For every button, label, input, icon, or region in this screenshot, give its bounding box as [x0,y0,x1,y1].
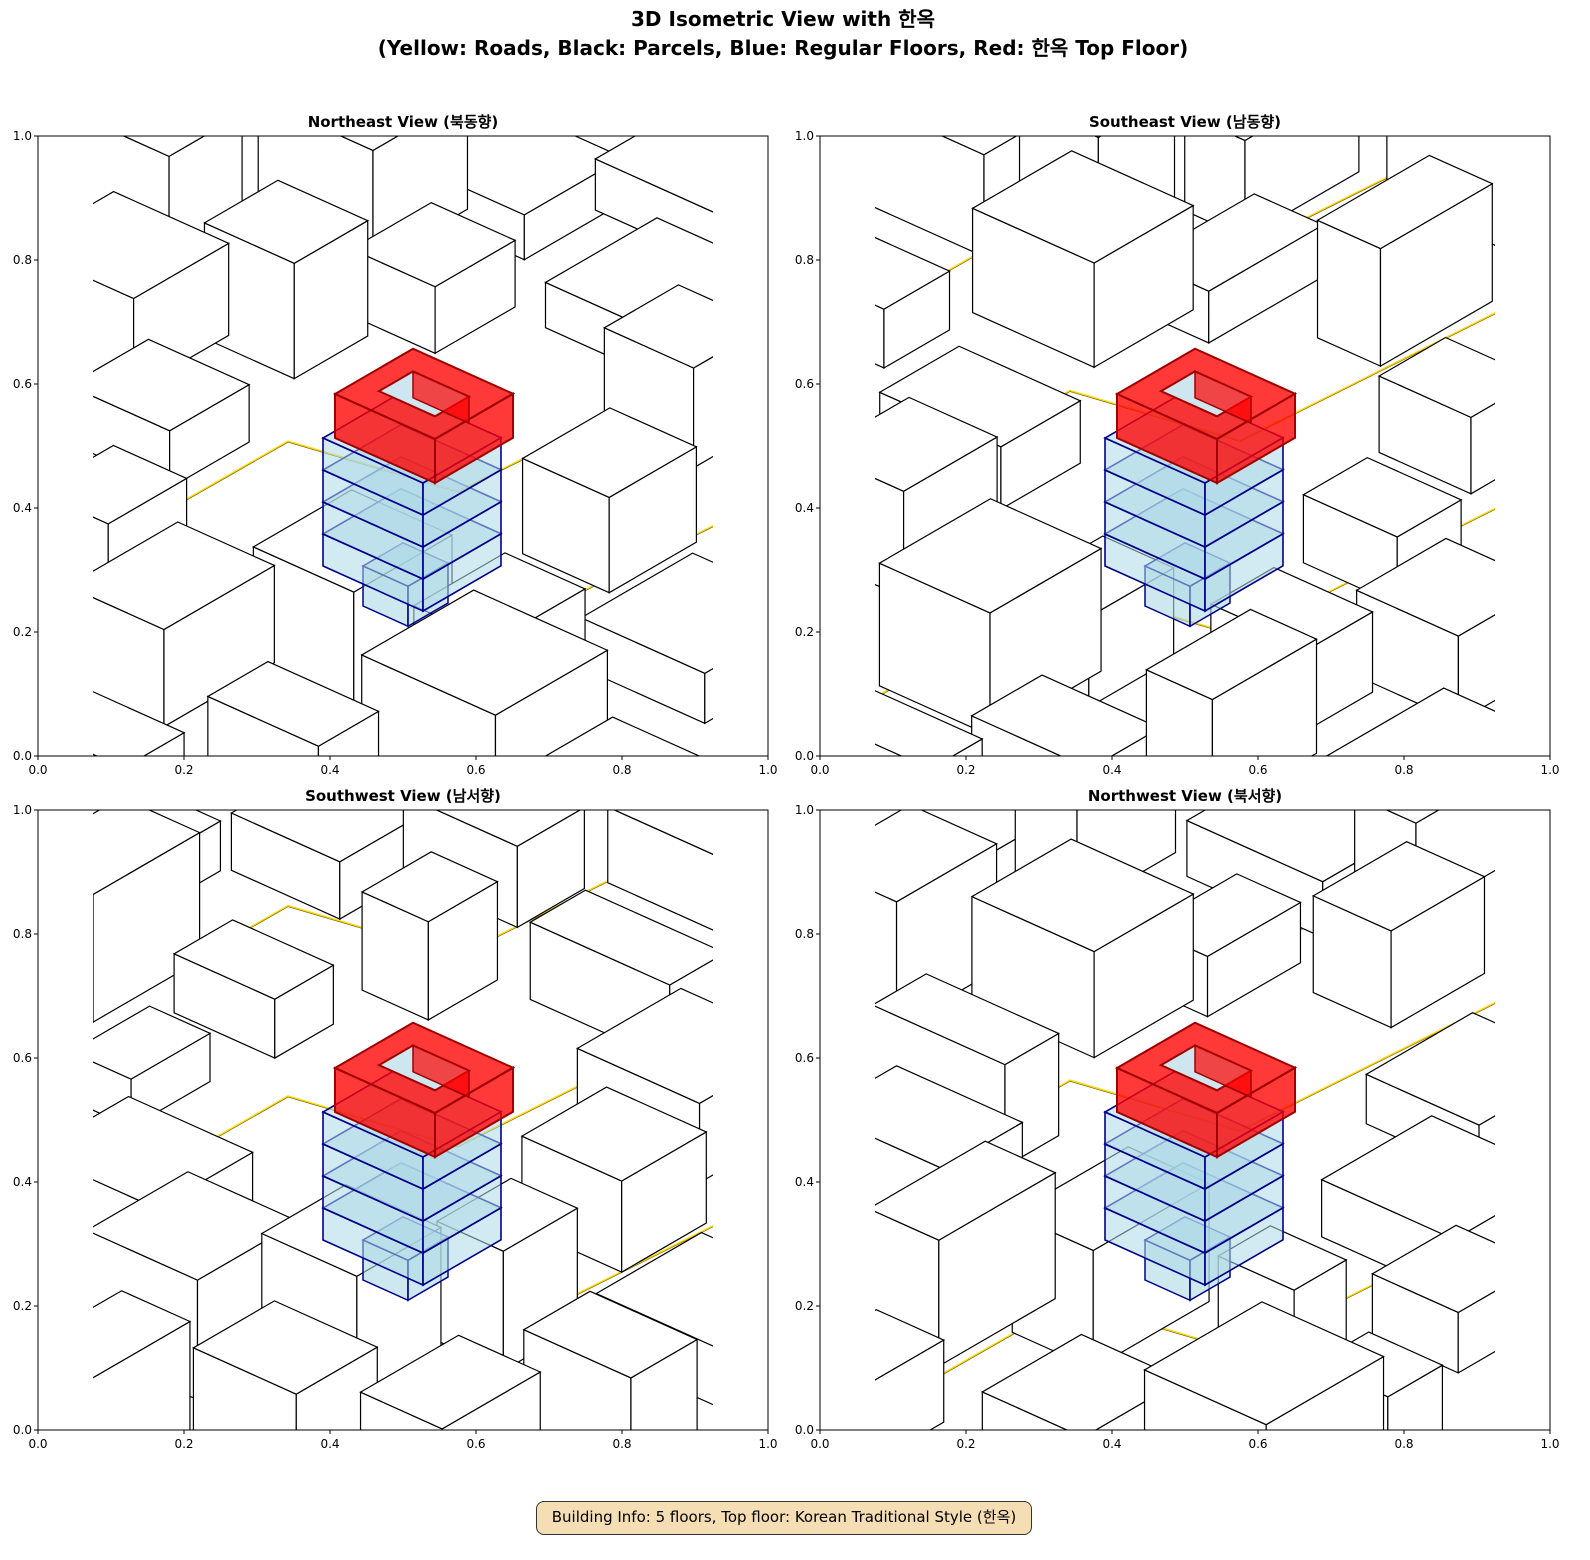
y-tick-label: 0.4 [13,1175,32,1189]
y-tick-label: 1.0 [13,129,32,143]
parcel-building [1145,608,1318,756]
x-tick-label: 0.6 [466,1437,485,1451]
x-tick-label: 1.0 [1540,1437,1559,1451]
parcel-building [522,1290,699,1430]
hanok-top-floor [332,1021,516,1159]
parcel-building [875,236,951,370]
y-tick-label: 0.4 [795,1175,814,1189]
y-tick-label: 0.0 [795,1423,814,1437]
figure-title: 3D Isometric View with 한옥 [631,7,935,31]
x-tick-label: 0.0 [28,1437,47,1451]
subplot-southeast: Southeast View (남동향) 0.0 0.2 0.4 0.6 0.8 1.0 0.… [795,113,1560,777]
parcel-building [520,1086,708,1274]
subplot-southwest: Southwest View (남서향) 0.0 0.2 0.4 0.6 0.8 1.0 0.… [13,787,778,1451]
y-tick-label: 0.8 [13,253,32,267]
parcel-building [1316,154,1494,368]
hanok-top-floor [1114,347,1298,485]
parcel-building [1377,336,1495,495]
parcel-building [360,589,609,756]
x-tick-label: 0.2 [174,763,193,777]
x-tick-label: 1.0 [758,1437,777,1451]
figure-subtitle: (Yellow: Roads, Black: Parcels, Blue: Re… [378,36,1189,60]
x-tick-label: 1.0 [758,763,777,777]
parcel-building [970,838,1195,1059]
x-tick-label: 0.0 [28,763,47,777]
x-tick-label: 0.8 [612,763,631,777]
parcel-building [359,1334,542,1430]
y-tick-label: 1.0 [13,803,32,817]
parcel-building [1143,1301,1385,1430]
x-tick-label: 0.4 [320,763,339,777]
x-tick-label: 0.2 [956,763,975,777]
parcel-building [172,919,335,1060]
y-tick-label: 0.4 [13,501,32,515]
x-tick-label: 0.4 [1102,1437,1121,1451]
parcel-building [1355,537,1495,723]
subplot-title: Southeast View (남동향) [1089,113,1281,131]
x-tick-label: 1.0 [1540,763,1559,777]
parcel-building [579,552,713,725]
subplot-title: Northeast View (북동향) [308,113,499,131]
x-tick-label: 0.2 [174,1437,193,1451]
y-tick-label: 0.0 [13,749,32,763]
subplot-northwest: Northwest View (북서향) 0.0 0.2 0.4 0.6 0.8 1.0 0.… [795,787,1560,1451]
x-tick-label: 0.8 [1394,763,1413,777]
parcel-building [1325,687,1495,756]
subplot-northeast: Northeast View (북동향) 0.0 0.2 0.4 0.6 0.8 1.0 0.… [13,113,778,777]
x-tick-label: 0.4 [320,1437,339,1451]
parcel-building [206,660,380,756]
parcel-building [93,1290,192,1430]
parcel-building [1311,841,1486,1029]
parcel-building [93,810,201,1024]
x-tick-label: 0.8 [612,1437,631,1451]
parcel-building [875,1308,946,1430]
y-tick-label: 1.0 [795,129,814,143]
y-tick-label: 0.6 [13,1051,32,1065]
y-tick-label: 1.0 [795,803,814,817]
parcel-building [875,1140,1057,1368]
x-tick-label: 0.4 [1102,763,1121,777]
y-tick-label: 0.2 [13,625,32,639]
axes-frame [819,809,1551,1431]
hanok-top-floor [1114,1021,1298,1159]
parcel-building [971,150,1195,369]
parcel-building [1371,1224,1495,1374]
parcel-building [521,407,698,594]
y-tick-label: 0.6 [13,377,32,391]
y-tick-label: 0.6 [795,377,814,391]
y-tick-label: 0.2 [795,1299,814,1313]
parcel-building [349,201,517,355]
y-tick-label: 0.8 [795,927,814,941]
building-info-box: Building Info: 5 floors, Top floor: Kore… [536,1501,1032,1535]
axes-frame [37,135,769,757]
axes-frame [37,809,769,1431]
x-tick-label: 0.6 [466,763,485,777]
y-tick-label: 0.2 [795,625,814,639]
y-tick-label: 0.2 [13,1299,32,1313]
y-tick-label: 0.4 [795,501,814,515]
y-tick-label: 0.6 [795,1051,814,1065]
x-tick-label: 0.2 [956,1437,975,1451]
axes-frame [819,135,1551,757]
y-tick-label: 0.0 [13,1423,32,1437]
y-tick-label: 0.0 [795,749,814,763]
x-tick-label: 0.0 [810,1437,829,1451]
parcel-building [875,690,984,756]
parcel-building [360,851,499,1021]
x-tick-label: 0.8 [1394,1437,1413,1451]
x-tick-label: 0.0 [810,763,829,777]
y-tick-label: 0.8 [795,253,814,267]
subplot-title: Northwest View (북서향) [1088,787,1282,805]
parcel-building [544,716,701,756]
parcel-building [607,810,713,931]
x-tick-label: 0.6 [1248,1437,1267,1451]
parcel-building [93,521,276,728]
y-tick-label: 0.8 [13,927,32,941]
subplot-title: Southwest View (남서향) [305,787,501,805]
hanok-top-floor [332,347,516,485]
parcel-building [192,1300,379,1430]
x-tick-label: 0.6 [1248,763,1267,777]
